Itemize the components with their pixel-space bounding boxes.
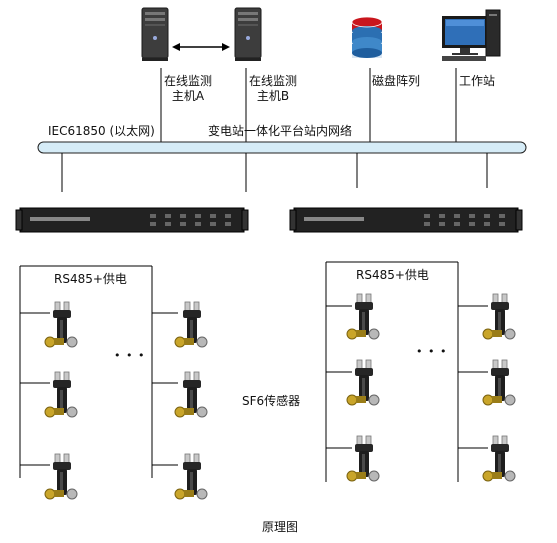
sf6-sensor-icon <box>174 371 208 418</box>
sf6-sensor-icon <box>482 359 516 406</box>
platform-network-label: 变电站一体化平台站内网络 <box>208 124 353 138</box>
server-tower-icon <box>234 7 262 62</box>
left-ellipsis: • • • <box>114 349 146 362</box>
diagram-caption: 原理图 <box>262 520 299 534</box>
rack-device-icon <box>15 207 249 233</box>
host-b-label-line2: 主机B <box>256 89 290 103</box>
right-ellipsis: • • • <box>416 345 448 358</box>
device-drop-lines <box>160 68 457 142</box>
disk-array-label: 磁盘阵列 <box>372 74 421 88</box>
right-rs485-bus <box>325 261 488 482</box>
sf6-sensor-icon <box>44 453 78 500</box>
server-tower-icon <box>141 7 169 62</box>
sensor-label: SF6传感器 <box>242 394 301 408</box>
double-arrow-icon <box>172 43 230 51</box>
workstation-label: 工作站 <box>459 74 496 88</box>
right-bus-label: RS485+供电 <box>356 268 429 282</box>
network-bus <box>37 141 527 154</box>
host-b-label: 在线监测 主机B <box>243 74 303 104</box>
sf6-sensor-icon <box>346 435 380 482</box>
sf6-sensor-icon <box>346 359 380 406</box>
computer-workstation-icon <box>442 9 501 61</box>
left-bus-label: RS485+供电 <box>54 272 127 286</box>
sf6-sensor-icon <box>174 453 208 500</box>
left-rs485-bus <box>19 265 178 478</box>
sf6-sensor-icon <box>482 293 516 340</box>
host-a-label: 在线监测 主机A <box>158 74 218 104</box>
host-a-label-line2: 主机A <box>171 89 205 103</box>
protocol-label: IEC61850 (以太网) <box>48 124 155 138</box>
host-b-label-line1: 在线监测 <box>248 74 297 88</box>
rack-device-icon <box>289 207 523 233</box>
sf6-sensor-icon <box>482 435 516 482</box>
sf6-sensor-icon <box>174 301 208 348</box>
host-a-label-line1: 在线监测 <box>163 74 212 88</box>
database-icon <box>351 16 383 58</box>
sf6-sensor-icon <box>346 293 380 340</box>
rack-drop-lines <box>61 153 488 192</box>
sf6-sensor-icon <box>44 301 78 348</box>
sf6-sensor-icon <box>44 371 78 418</box>
